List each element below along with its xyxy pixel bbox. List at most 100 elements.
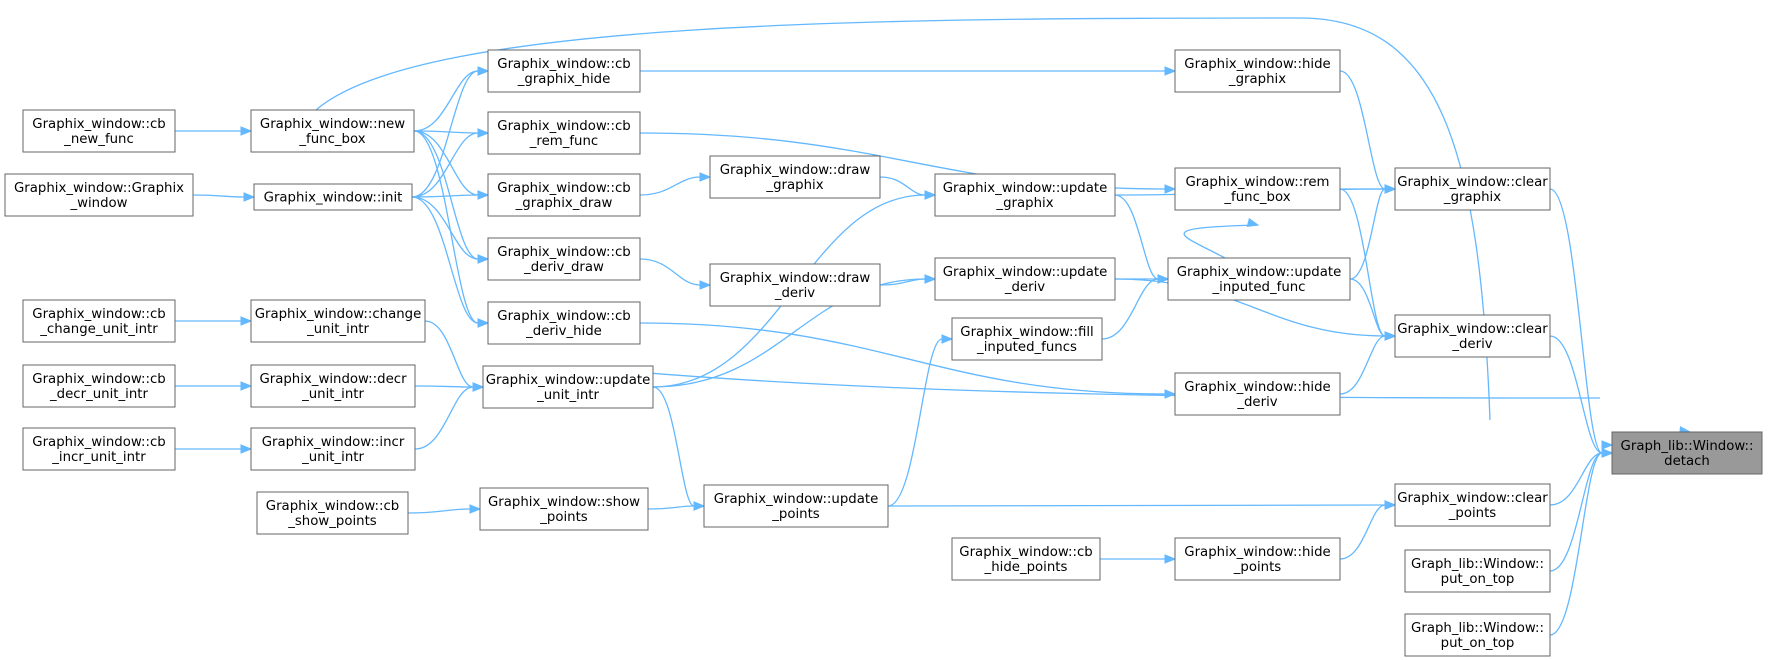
node-box: [951, 317, 1103, 361]
node-label: _points: [1448, 506, 1497, 521]
node-update-graphix[interactable]: Graphix_window::update_graphix: [934, 173, 1116, 217]
node-show-points[interactable]: Graphix_window::show_points: [479, 487, 649, 531]
node-fill-inputed-funcs[interactable]: Graphix_window::fill_inputed_funcs: [951, 317, 1103, 361]
node-label: _deriv: [774, 286, 815, 301]
node-label: Graph_lib::Window::: [1411, 621, 1544, 636]
edge-arrowhead: [941, 334, 954, 344]
node-label: _new_func: [63, 132, 134, 147]
node-box: [1174, 49, 1341, 93]
node-label: Graphix_window::cb: [497, 181, 630, 196]
node-cb-change-unit-intr[interactable]: Graphix_window::cb_change_unit_intr: [22, 299, 176, 343]
node-box: [1611, 431, 1763, 475]
edge-arrowhead: [477, 190, 490, 200]
node-hide-points[interactable]: Graphix_window::hide_points: [1174, 537, 1341, 581]
node-label: detach: [1664, 454, 1710, 469]
node-cb-graphix-draw[interactable]: Graphix_window::cb_graphix_draw: [487, 173, 641, 217]
node-box: [22, 364, 176, 408]
node-label: _points: [539, 510, 588, 525]
node-cb-deriv-hide[interactable]: Graphix_window::cb_deriv_hide: [487, 301, 641, 345]
node-label: Graphix_window::update: [943, 181, 1108, 196]
node-label: _change_unit_intr: [39, 322, 158, 337]
node-clear-deriv[interactable]: Graphix_window::clear_deriv: [1394, 314, 1551, 358]
edge-put-on-top-1-to-detach: [1549, 452, 1603, 572]
edge-arrowhead: [1164, 554, 1177, 564]
edge-new-func-box-to-cb-graphix-hide: [413, 70, 479, 132]
node-label: _unit_intr: [301, 450, 364, 465]
node-new-func-box[interactable]: Graphix_window::new_func_box: [250, 109, 415, 153]
edge-hide-graphix-to-clear-graphix: [1339, 70, 1386, 190]
node-label: _graphix: [995, 196, 1053, 211]
edge-arrowhead: [1157, 274, 1170, 284]
edge-arrowhead: [477, 128, 490, 138]
edge-update-inputed-func-to-clear-deriv: [1349, 278, 1386, 337]
edge-init-to-cb-deriv-hide: [411, 196, 479, 324]
node-draw-graphix[interactable]: Graphix_window::draw_graphix: [709, 155, 881, 199]
node-label: _graphix: [1443, 190, 1501, 205]
edge-decr-unit-intr-to-update-unit-intr: [414, 385, 474, 388]
node-rem-func-box[interactable]: Graphix_window::rem_func_box: [1174, 167, 1341, 211]
node-label: Graphix_window::draw: [720, 163, 871, 178]
node-label: _hide_points: [984, 560, 1068, 575]
node-cb-graphix-hide[interactable]: Graphix_window::cb_graphix_hide: [487, 49, 641, 93]
edge-hide-points-to-clear-points: [1339, 504, 1386, 560]
node-hide-graphix[interactable]: Graphix_window::hide_graphix: [1174, 49, 1341, 93]
node-cb-incr-unit-intr[interactable]: Graphix_window::cb_incr_unit_intr: [22, 427, 176, 471]
node-draw-deriv[interactable]: Graphix_window::draw_deriv: [709, 263, 881, 307]
node-detach[interactable]: Graph_lib::Window::detach: [1611, 431, 1763, 475]
node-box: [250, 109, 415, 153]
edge-change-unit-intr-to-update-unit-intr: [424, 320, 474, 388]
node-cb-deriv-draw[interactable]: Graphix_window::cb_deriv_draw: [487, 237, 641, 281]
node-cb-decr-unit-intr[interactable]: Graphix_window::cb_decr_unit_intr: [22, 364, 176, 408]
nodes-layer: Graph_lib::Window::detachGraphix_window:…: [4, 49, 1763, 657]
node-label: _show_points: [287, 514, 377, 529]
node-box: [487, 301, 641, 345]
node-update-unit-intr[interactable]: Graphix_window::update_unit_intr: [482, 365, 654, 409]
node-box: [482, 365, 654, 409]
node-box: [250, 299, 426, 343]
edge-arrowhead: [924, 190, 937, 200]
node-init[interactable]: Graphix_window::init: [253, 183, 413, 211]
edge-cb-graphix-draw-to-draw-graphix: [639, 176, 701, 196]
node-cb-show-points[interactable]: Graphix_window::cb_show_points: [256, 491, 409, 535]
edge-arrowhead: [1384, 500, 1397, 510]
node-update-points[interactable]: Graphix_window::update_points: [703, 484, 889, 528]
edge-arrowhead: [1164, 184, 1177, 194]
edge-update-unit-intr-to-update-points: [652, 386, 695, 507]
node-cb-rem-func[interactable]: Graphix_window::cb_rem_func: [487, 111, 641, 155]
node-cb-hide-points[interactable]: Graphix_window::cb_hide_points: [951, 537, 1101, 581]
node-cb-new-func[interactable]: Graphix_window::cb_new_func: [22, 109, 176, 153]
node-put-on-top-2[interactable]: Graph_lib::Window::put_on_top: [1404, 613, 1551, 657]
node-change-unit-intr[interactable]: Graphix_window::change_unit_intr: [250, 299, 426, 343]
node-incr-unit-intr[interactable]: Graphix_window::incr_unit_intr: [250, 427, 416, 471]
node-label: put_on_top: [1441, 636, 1515, 651]
edge-fill-inputed-funcs-to-update-inputed-func: [1101, 278, 1159, 340]
node-box: [934, 173, 1116, 217]
node-label: Graphix_window::cb: [497, 119, 630, 134]
node-label: _points: [771, 507, 820, 522]
node-graphix-window[interactable]: Graphix_window::Graphix_window: [4, 173, 194, 217]
edge-arrowhead: [1164, 66, 1177, 76]
edge-new-func-box-to-cb-deriv-draw: [413, 130, 479, 260]
edge-arrowhead: [1384, 184, 1397, 194]
node-box: [1167, 257, 1351, 301]
node-label: Graphix_window::incr: [262, 435, 405, 450]
node-clear-graphix[interactable]: Graphix_window::clear_graphix: [1394, 167, 1551, 211]
node-box: [1404, 613, 1551, 657]
node-label: Graphix_window::cb: [266, 499, 399, 514]
node-box: [1404, 549, 1551, 593]
node-update-inputed-func[interactable]: Graphix_window::update_inputed_func: [1167, 257, 1351, 301]
node-put-on-top-1[interactable]: Graph_lib::Window::put_on_top: [1404, 549, 1551, 593]
node-box: [951, 537, 1101, 581]
edge-arrowhead: [924, 274, 937, 284]
node-label: Graphix_window::cb: [32, 435, 165, 450]
node-decr-unit-intr[interactable]: Graphix_window::decr_unit_intr: [250, 364, 416, 408]
node-update-deriv[interactable]: Graphix_window::update_deriv: [934, 257, 1116, 301]
node-label: _unit_intr: [536, 388, 599, 403]
node-hide-deriv[interactable]: Graphix_window::hide_deriv: [1174, 372, 1341, 416]
node-clear-points[interactable]: Graphix_window::clear_points: [1394, 483, 1551, 527]
node-label: Graphix_window::hide: [1184, 545, 1330, 560]
node-box: [1174, 167, 1341, 211]
node-label: Graphix_window::cb: [32, 117, 165, 132]
node-box: [1174, 537, 1341, 581]
